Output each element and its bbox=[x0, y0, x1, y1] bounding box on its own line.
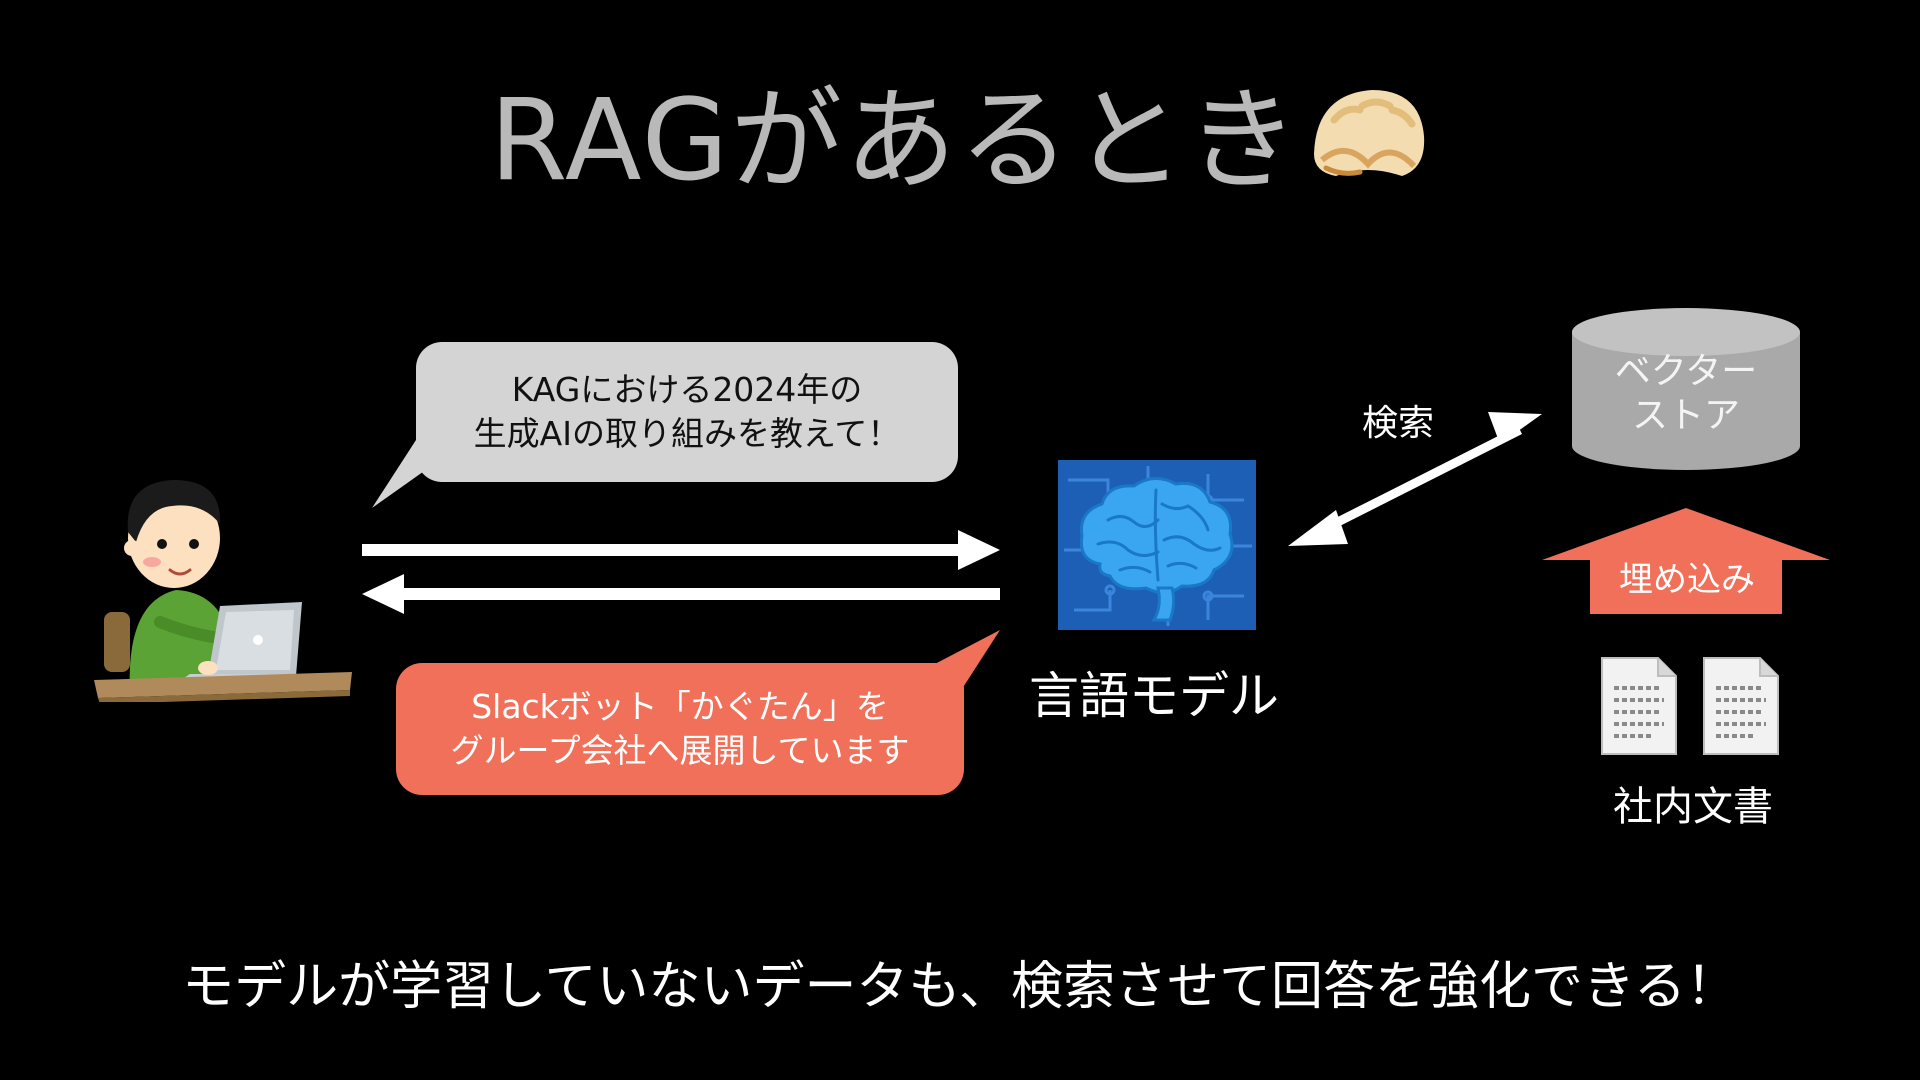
answer-line-1: Slackボット「かぐたん」を bbox=[471, 685, 889, 729]
request-arrow bbox=[362, 530, 1000, 570]
question-bubble: KAGにおける2024年の 生成AIの取り組みを教えて！ bbox=[416, 342, 958, 482]
gyoza-icon bbox=[1306, 76, 1430, 186]
vector-store-line-1: ベクター bbox=[1572, 350, 1800, 394]
answer-bubble: Slackボット「かぐたん」を グループ会社へ展開しています bbox=[396, 663, 964, 795]
documents-group bbox=[1598, 654, 1780, 760]
embed-label: 埋め込み bbox=[1592, 552, 1782, 601]
answer-line-2: グループ会社へ展開しています bbox=[450, 729, 909, 773]
search-label: 検索 bbox=[1338, 394, 1458, 446]
caption: モデルが学習していないデータも、検索させて回答を強化できる！ bbox=[0, 944, 1920, 1019]
vector-store-line-2: ストア bbox=[1572, 394, 1800, 438]
llm-label: 言語モデル bbox=[1028, 656, 1280, 728]
response-arrow bbox=[362, 574, 1000, 614]
docs-label: 社内文書 bbox=[1598, 774, 1788, 832]
slide-title: RAGがあるとき bbox=[0, 56, 1920, 206]
title-text: RAGがあるとき bbox=[490, 50, 1301, 212]
brain-chip-icon bbox=[1058, 460, 1256, 630]
question-line-1: KAGにおける2024年の bbox=[512, 368, 863, 412]
document-icon bbox=[1602, 658, 1676, 754]
question-line-2: 生成AIの取り組みを教えて！ bbox=[474, 412, 901, 456]
vector-store-label: ベクター ストア bbox=[1572, 350, 1800, 438]
document-icon bbox=[1704, 658, 1778, 754]
request-response-arrows bbox=[360, 526, 1010, 616]
user-at-laptop-icon bbox=[90, 462, 360, 702]
